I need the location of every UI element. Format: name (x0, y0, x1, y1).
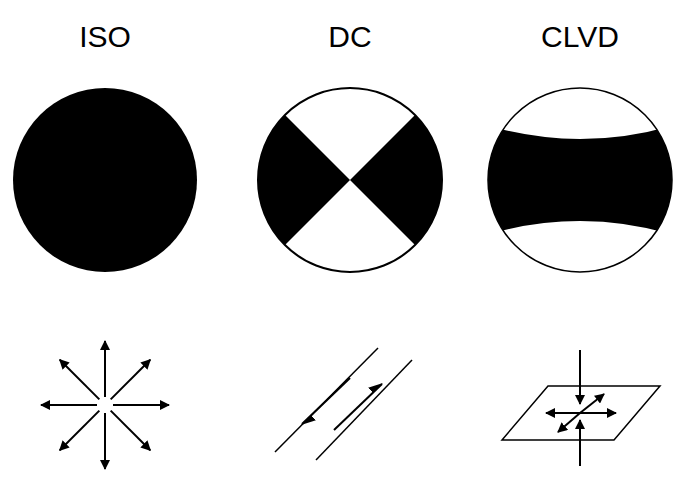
clvd-beachball (470, 80, 678, 280)
iso-arrow (60, 411, 100, 451)
iso-arrow (111, 411, 151, 451)
iso-arrow (104, 413, 106, 469)
clvd-sketch (502, 350, 660, 466)
iso-arrow (41, 404, 97, 406)
iso-arrow (113, 404, 169, 406)
dc-beachball (240, 70, 460, 290)
iso-beachball (13, 88, 197, 272)
panel-heading-holder: CLVD (541, 22, 619, 52)
panel-heading: DC (328, 22, 371, 52)
iso-arrows (41, 341, 169, 469)
dc-fault-sketch (275, 348, 412, 460)
iso-arrow (104, 341, 106, 397)
iso-arrow (60, 360, 100, 400)
panel-heading: ISO (79, 22, 131, 52)
iso-arrow (111, 360, 151, 400)
panel-heading: CLVD (541, 22, 619, 52)
panel-heading-holder: DC (328, 22, 371, 52)
panel-heading-holder: ISO (79, 22, 131, 52)
